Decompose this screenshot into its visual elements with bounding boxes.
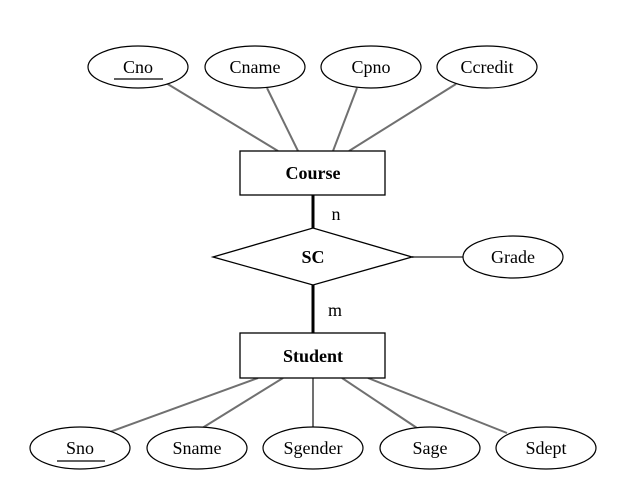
edge-cpno-course <box>332 87 358 152</box>
attribute-cname: Cname <box>204 45 306 89</box>
edge-cname-course <box>266 87 299 152</box>
entity-student: Student <box>239 332 386 379</box>
attribute-cno: Cno <box>87 45 189 89</box>
attribute-label: Grade <box>491 247 535 267</box>
attribute-ccredit: Ccredit <box>436 45 538 89</box>
relationship-label: SC <box>301 247 324 267</box>
attribute-label: Sgender <box>284 438 343 458</box>
attribute-sname: Sname <box>146 426 248 470</box>
edge-ccredit-course <box>348 83 457 152</box>
attribute-sdept: Sdept <box>495 426 597 470</box>
cardinality-n: n <box>332 204 341 224</box>
edge-student-sage <box>341 377 421 431</box>
attribute-grade: Grade <box>462 235 564 279</box>
edge-student-sname <box>198 377 284 431</box>
attribute-label: Sdept <box>525 438 566 458</box>
entity-label: Student <box>283 346 343 366</box>
attribute-label: Cpno <box>351 57 390 77</box>
relationship-sc: SC <box>210 227 415 286</box>
attribute-label: Cname <box>230 57 281 77</box>
edge-student-sdept <box>367 377 508 434</box>
entity-label: Course <box>286 163 341 183</box>
attribute-label: Sage <box>413 438 448 458</box>
attribute-sgender: Sgender <box>262 426 364 470</box>
attribute-cpno: Cpno <box>320 45 422 89</box>
attribute-sage: Sage <box>379 426 481 470</box>
attribute-label: Ccredit <box>461 57 514 77</box>
attribute-label: Sname <box>173 438 222 458</box>
attribute-label: Cno <box>123 57 153 77</box>
attribute-label: Sno <box>66 438 94 458</box>
entity-course: Course <box>239 150 386 196</box>
cardinality-m: m <box>328 300 342 320</box>
edge-student-sno <box>106 377 259 434</box>
attribute-sno: Sno <box>29 426 131 470</box>
edge-cno-course <box>165 82 279 152</box>
